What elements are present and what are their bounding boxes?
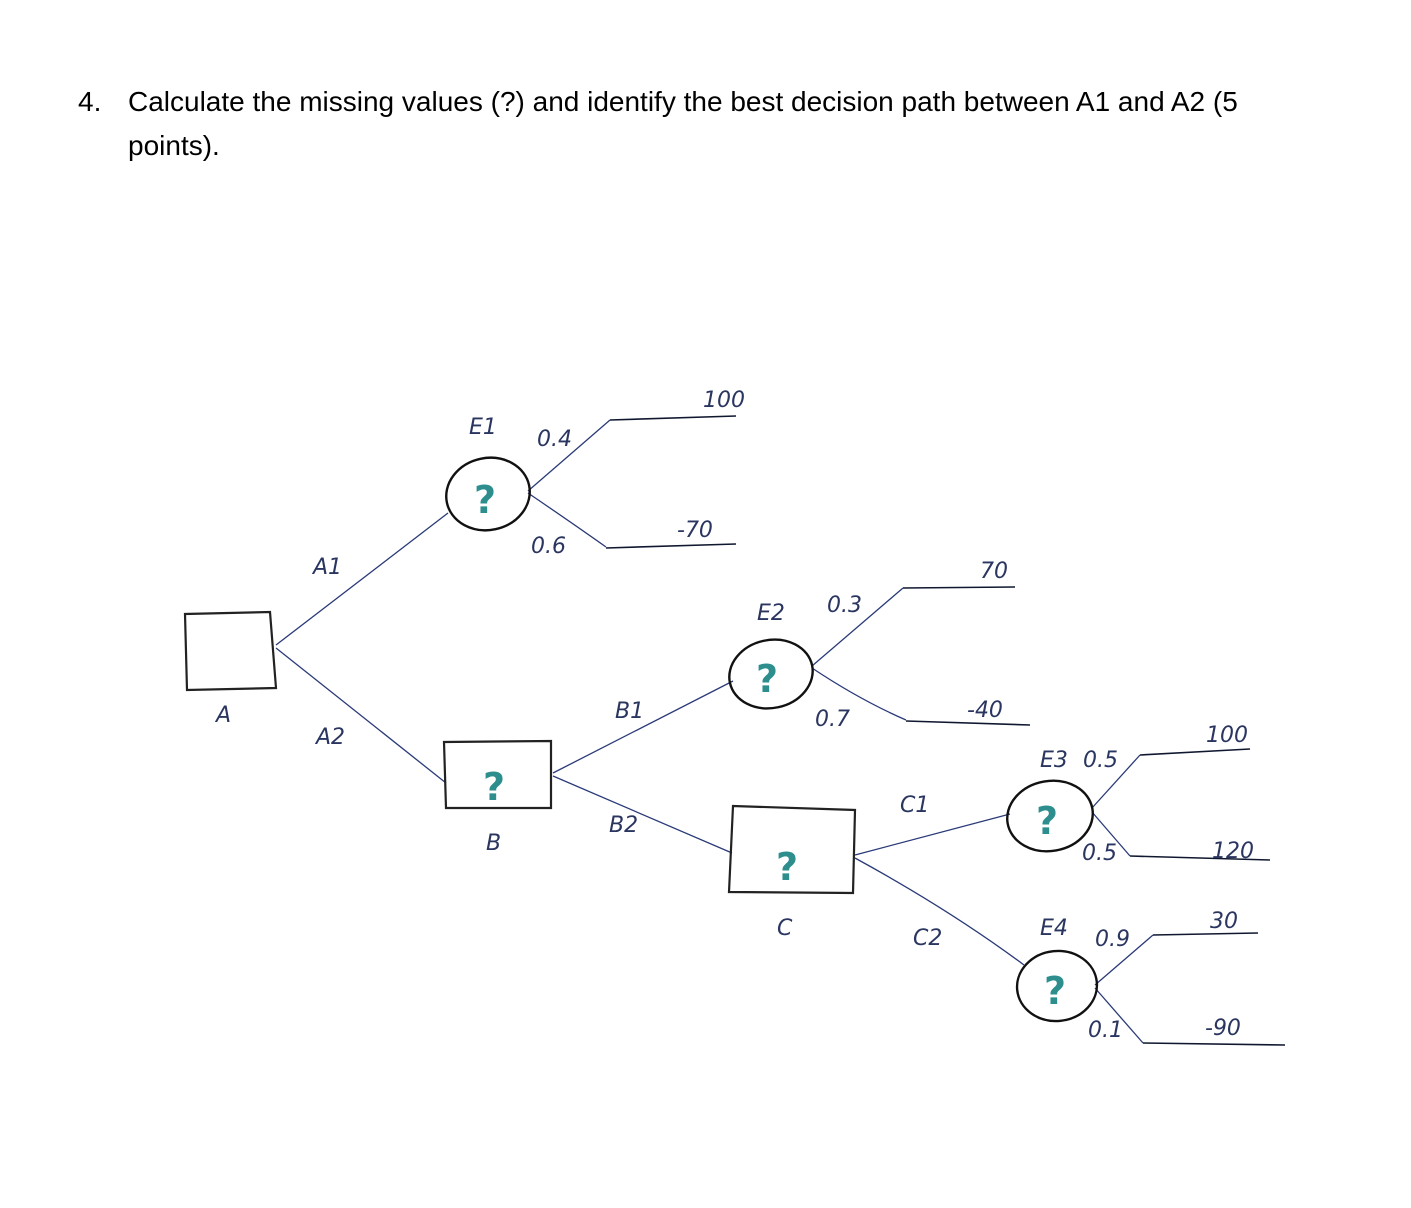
label-b: B xyxy=(486,831,501,856)
value-b: ? xyxy=(483,765,505,809)
edge-e3-top xyxy=(1091,754,1141,809)
payline-e1-top xyxy=(609,415,737,421)
prob-e1-top: 0.4 xyxy=(537,427,572,452)
edge-e2-bottom xyxy=(811,667,907,721)
payoff-e1-bottom: -70 xyxy=(677,518,713,543)
payline-e4-top xyxy=(1152,932,1259,936)
chance-node-e1 xyxy=(445,456,531,532)
prob-e2-bottom: 0.7 xyxy=(815,707,850,732)
prob-e3-bottom: 0.5 xyxy=(1082,841,1117,866)
value-e2: ? xyxy=(756,657,778,701)
payline-e3-bottom xyxy=(1129,855,1271,861)
chance-node-e4 xyxy=(1015,949,1099,1023)
payoff-e2-bottom: -40 xyxy=(967,698,1003,723)
edge-e3-bottom xyxy=(1091,811,1131,857)
value-e1: ? xyxy=(474,478,496,522)
prob-e4-bottom: 0.1 xyxy=(1088,1018,1123,1043)
label-b2: B2 xyxy=(609,813,638,838)
chance-node-e3 xyxy=(1006,779,1094,853)
payline-e1-bottom xyxy=(605,543,737,549)
prob-e3-top: 0.5 xyxy=(1083,748,1118,773)
label-a2: A2 xyxy=(314,725,345,750)
prob-e2-top: 0.3 xyxy=(827,593,862,618)
value-c: ? xyxy=(776,845,798,889)
prob-e4-top: 0.9 xyxy=(1095,927,1130,952)
edge-e2-top xyxy=(811,587,904,667)
edge-a2 xyxy=(275,647,447,784)
label-c1: C1 xyxy=(900,793,929,818)
decision-node-a xyxy=(183,610,278,692)
payoff-e1-top: 100 xyxy=(703,388,745,413)
payoff-e4-bottom: -90 xyxy=(1205,1016,1241,1041)
payline-e3-top xyxy=(1139,748,1251,756)
label-e2: E2 xyxy=(757,601,785,626)
label-c: C xyxy=(777,916,793,941)
payoff-e3-top: 100 xyxy=(1206,723,1248,748)
edge-b2 xyxy=(552,775,733,854)
decision-node-c xyxy=(727,804,857,895)
prob-e1-bottom: 0.6 xyxy=(531,534,566,559)
edge-e4-top xyxy=(1094,934,1154,986)
edge-c2 xyxy=(854,857,1025,966)
edge-e4-bottom xyxy=(1094,987,1144,1044)
edge-c1 xyxy=(854,813,1011,856)
label-e3: E3 xyxy=(1040,748,1068,773)
label-b1: B1 xyxy=(615,699,644,724)
payline-e2-top xyxy=(902,586,1016,589)
edge-a1 xyxy=(275,512,449,646)
payline-e4-bottom xyxy=(1142,1042,1286,1046)
label-e4: E4 xyxy=(1040,916,1068,941)
edge-e1-top xyxy=(527,419,611,492)
payline-e2-bottom xyxy=(905,720,1031,726)
value-e3: ? xyxy=(1036,799,1058,843)
question-number: 4. xyxy=(78,86,102,117)
label-root: A xyxy=(214,703,231,728)
edge-e1-bottom xyxy=(527,492,607,548)
chance-node-e2 xyxy=(728,638,814,710)
payoff-e3-bottom: 120 xyxy=(1212,839,1254,864)
label-e1: E1 xyxy=(469,415,497,440)
label-a1: A1 xyxy=(311,555,342,580)
label-c2: C2 xyxy=(913,926,942,951)
payoff-e4-top: 30 xyxy=(1210,909,1238,934)
edge-b1 xyxy=(552,680,734,774)
value-e4: ? xyxy=(1044,969,1066,1013)
question-text: Calculate the missing values (?) and ide… xyxy=(128,86,1238,161)
payoff-e2-top: 70 xyxy=(980,559,1008,584)
decision-node-b xyxy=(442,739,553,810)
